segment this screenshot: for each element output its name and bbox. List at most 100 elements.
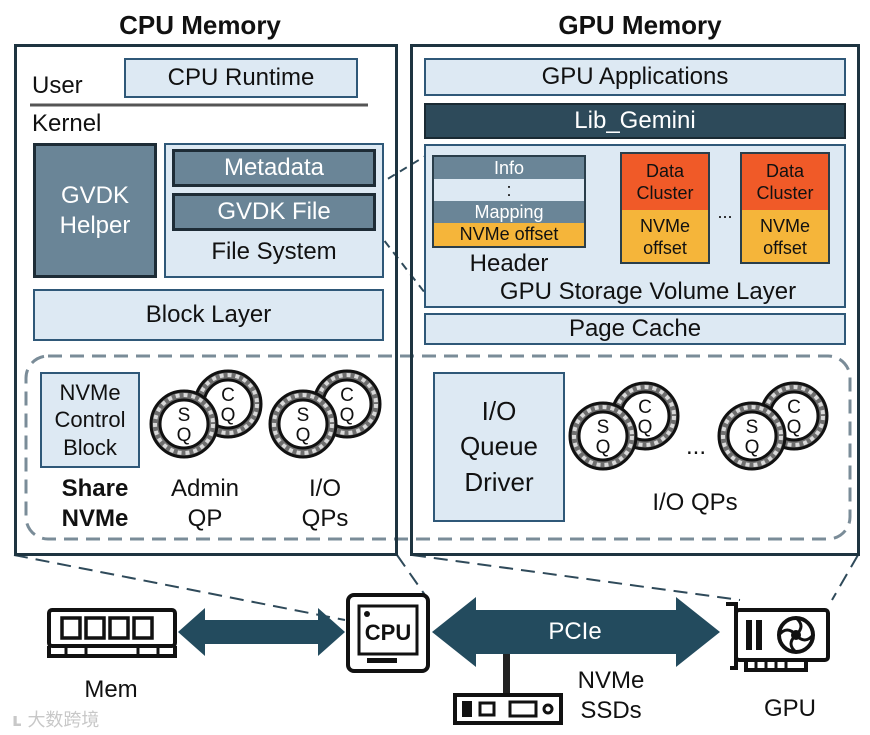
io-queue-driver-line-3: Driver — [464, 466, 534, 497]
io-queue-driver-line-2: Queue — [459, 431, 539, 462]
user-label: User — [32, 72, 83, 99]
io-queue-driver-line-1: I/O — [481, 396, 517, 427]
data-cluster-1-data: Data Cluster — [622, 154, 708, 210]
cpu-chip-icon — [346, 593, 430, 673]
data-cluster-2-offset-line-1: NVMe — [759, 215, 810, 236]
cpu-memory-frame — [14, 44, 398, 556]
admin-qp-label: Admin QP — [150, 472, 260, 536]
file-system-label: File System — [211, 238, 337, 265]
nvme-control-block-line-2: Control — [54, 407, 126, 433]
admin-qp-line-1: Admin — [170, 475, 240, 502]
admin-qp-cq-letter-1: C — [221, 385, 235, 406]
cpu-io-qp-sq-letter-2: Q — [296, 425, 311, 446]
nvme-control-block-line-1: NVMe — [59, 379, 121, 405]
gpu-io-qp-1-sq-letter-2: Q — [596, 437, 611, 458]
data-cluster-2-offset: NVMe offset — [742, 210, 828, 262]
page-cache-box: Page Cache — [424, 313, 846, 345]
header-row-nvme-offset: NVMe offset — [434, 223, 584, 246]
cpu-io-qp-cq-letter-1: C — [340, 385, 354, 406]
admin-qp-cq-letter-2: Q — [221, 405, 236, 426]
gvdk-helper-line-2: Helper — [59, 211, 131, 239]
header-row-ellipsis: : — [434, 179, 584, 201]
share-nvme-label: Share NVMe — [40, 472, 150, 536]
admin-qp-sq-letter-2: Q — [177, 425, 192, 446]
gvdk-file-box: GVDK File — [172, 193, 376, 231]
metadata-box: Metadata — [172, 149, 376, 187]
admin-qp-sq-letter-1: S — [178, 405, 191, 426]
gvdk-helper-line-1: GVDK — [60, 181, 129, 209]
gpu-io-qp-1-sq-letter-1: S — [597, 417, 610, 438]
admin-qp-sq-inner — [158, 398, 210, 450]
gpu-memory-title: GPU Memory — [558, 9, 722, 40]
gpu-card-icon — [726, 602, 830, 672]
gpu-io-qp-2-sq-inner — [726, 410, 778, 462]
data-cluster-1-offset: NVMe offset — [622, 210, 708, 262]
gpu-io-qps-label: I/O QPs — [652, 489, 738, 516]
gpu-io-qp-1-sq: SQ — [568, 401, 638, 471]
nvme-ssds-label: NVMe SSDs — [566, 664, 656, 728]
pcie-label: PCIe — [548, 618, 602, 645]
gpu-io-qp-2-sq-letter-1: S — [746, 417, 759, 438]
gpu-applications-box: GPU Applications — [424, 58, 846, 96]
cpu-io-qp-cq-letter-2: Q — [340, 405, 355, 426]
cpu-label: CPU — [364, 620, 412, 645]
data-cluster-2-offset-line-2: offset — [763, 238, 807, 258]
data-cluster-2-line-2: Cluster — [756, 183, 814, 203]
cpu-io-qp-sq: SQ — [268, 389, 338, 459]
header-label: Header — [469, 250, 549, 277]
data-cluster-1-line-1: Data — [645, 160, 685, 181]
gpu-io-qp-2-sq: SQ — [717, 401, 787, 471]
lib-gemini-box: Lib_Gemini — [424, 103, 846, 139]
data-cluster-1-offset-line-1: NVMe — [639, 215, 690, 236]
mem-label: Mem — [84, 676, 138, 703]
share-nvme-line-1: Share — [61, 475, 129, 502]
gpu-io-qp-1-cq-letter-1: C — [638, 397, 652, 418]
gpu-label: GPU — [763, 695, 816, 722]
watermark-text: 大数跨境 — [27, 710, 100, 731]
watermark-logo-icon: ʟ — [12, 710, 22, 731]
gpu-qp-ellipsis: ... — [685, 433, 706, 460]
data-cluster-2-line-1: Data — [765, 160, 805, 181]
cpu-io-qp-sq-inner — [277, 398, 329, 450]
cpu-memory-title: CPU Memory — [119, 9, 281, 40]
admin-qp-sq: SQ — [149, 389, 219, 459]
gpu-storage-volume-layer-label: GPU Storage Volume Layer — [499, 278, 797, 305]
gpu-io-qp-2-cq: CQ — [759, 381, 829, 451]
nvme-ssd-icon — [453, 693, 563, 725]
io-queue-driver-box: I/O Queue Driver — [433, 372, 565, 522]
data-cluster-1-line-2: Cluster — [636, 183, 694, 203]
nvme-ssds-line-2: SSDs — [580, 697, 642, 724]
data-cluster-2: Data Cluster NVMe offset — [740, 152, 830, 264]
data-cluster-1: Data Cluster NVMe offset — [620, 152, 710, 264]
nvme-ssds-line-1: NVMe — [577, 667, 645, 694]
gpu-io-qp-2-sq-ring-slots — [721, 405, 783, 467]
header-row-info: Info — [434, 157, 584, 179]
nvme-control-block-line-3: Block — [63, 434, 117, 460]
cpu-io-qps-line-1: I/O — [308, 475, 341, 502]
header-table: Info : Mapping NVMe offset — [432, 155, 586, 248]
admin-qp-line-2: QP — [187, 505, 223, 532]
gpu-io-qp-1-sq-inner — [577, 410, 629, 462]
nvme-control-block: NVMe Control Block — [40, 372, 140, 468]
cpu-io-qp-sq-ring-slots — [272, 393, 334, 455]
cpu-io-qp-sq-letter-1: S — [297, 405, 310, 426]
gpu-memory-frame — [410, 44, 860, 556]
header-row-mapping: Mapping — [434, 201, 584, 223]
block-layer-box: Block Layer — [33, 289, 384, 341]
memory-module-icon — [47, 608, 177, 658]
share-nvme-line-2: NVMe — [61, 505, 129, 532]
gpu-io-qp-2-cq-letter-2: Q — [787, 417, 802, 438]
gpu-io-qp-1-cq-letter-2: Q — [638, 417, 653, 438]
gvdk-helper-box: GVDK Helper — [33, 143, 157, 278]
cpu-runtime-box: CPU Runtime — [124, 58, 358, 98]
watermark: ʟ 大数跨境 — [12, 706, 99, 732]
cpu-io-qps-line-2: QPs — [301, 505, 349, 532]
gpu-io-qp-2-cq-letter-1: C — [787, 397, 801, 418]
gpu-io-qp-1-sq-ring-slots — [572, 405, 634, 467]
gpu-io-qp-2-sq-letter-2: Q — [745, 437, 760, 458]
data-cluster-2-data: Data Cluster — [742, 154, 828, 210]
data-cluster-ellipsis: ... — [717, 201, 733, 222]
kernel-label: Kernel — [32, 110, 102, 137]
cpu-io-qps-label: I/O QPs — [270, 472, 380, 536]
